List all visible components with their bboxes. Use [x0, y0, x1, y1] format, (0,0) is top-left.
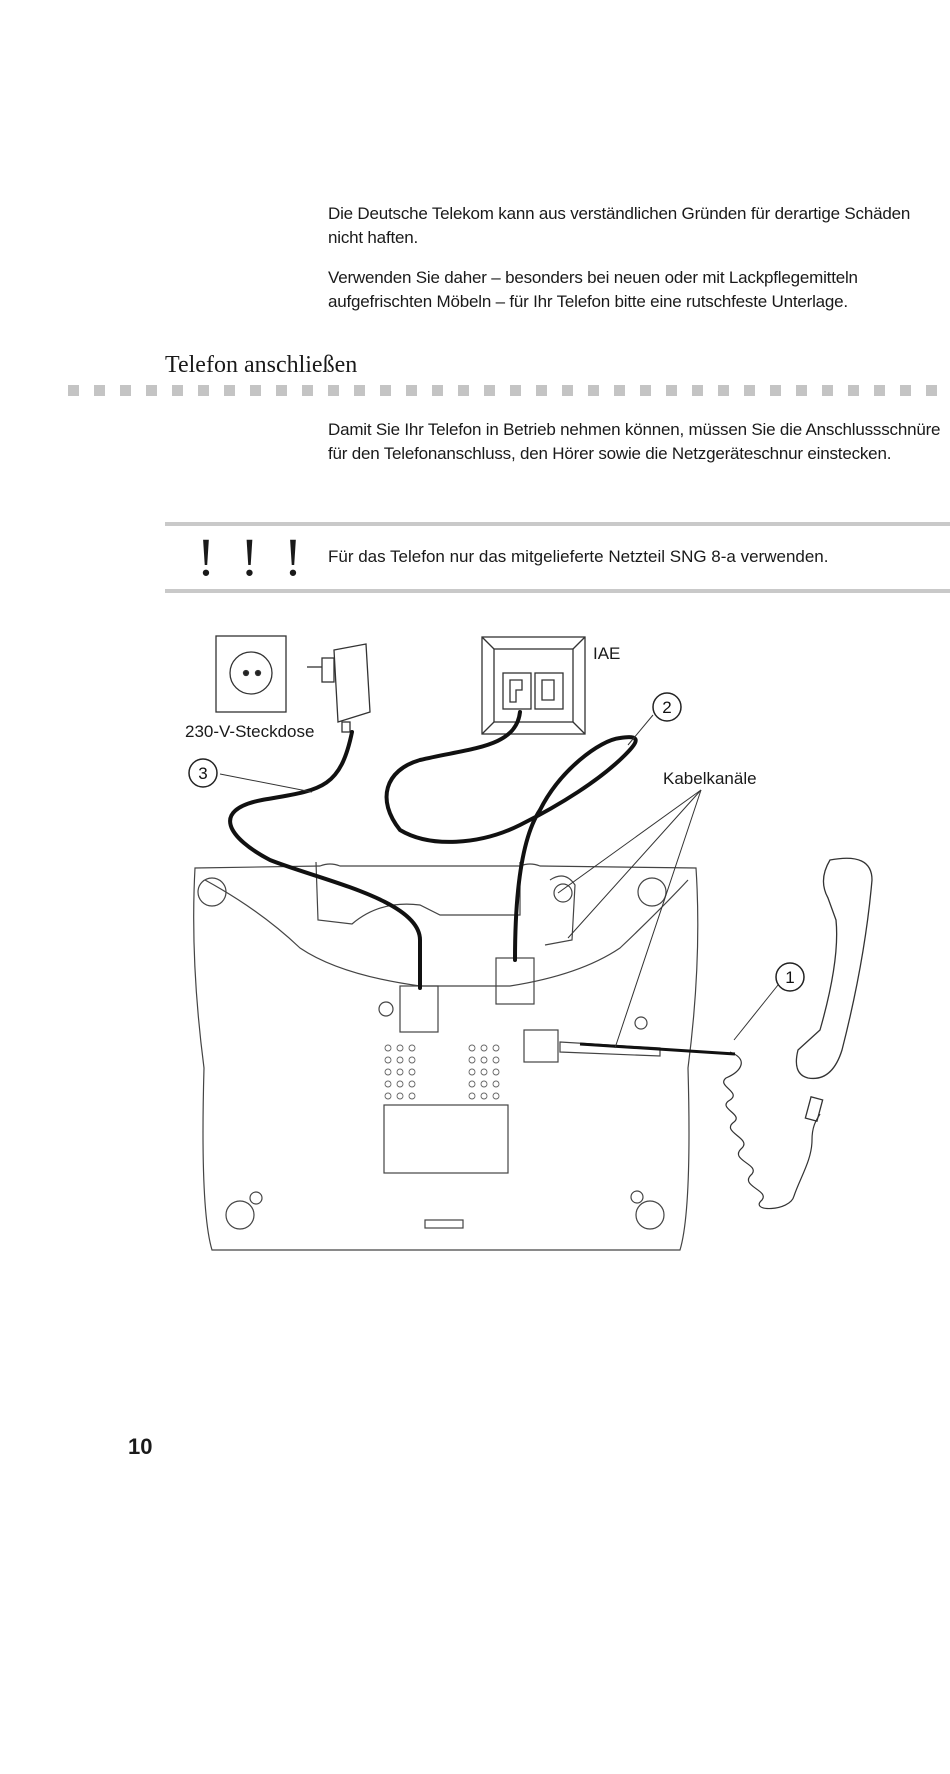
callout-3-label: 3	[198, 764, 207, 783]
note-rule-top	[165, 522, 950, 526]
section-body: Damit Sie Ihr Telefon in Betrieb nehmen …	[328, 420, 941, 463]
callout-3: 3	[188, 758, 218, 788]
label-iae: IAE	[593, 644, 621, 663]
wall-socket-icon	[215, 635, 287, 713]
dotted-divider	[68, 385, 950, 396]
power-adapter-icon	[307, 643, 371, 733]
note-rule-bottom	[165, 589, 950, 593]
callout-1: 1	[775, 962, 805, 992]
callout-2-label: 2	[662, 698, 671, 717]
handset-cable	[579, 1042, 736, 1056]
label-cable-channels: Kabelkanäle	[663, 769, 757, 788]
warning-exclamation-icon: ! ! !	[197, 527, 308, 587]
page-number: 10	[128, 1434, 153, 1459]
label-wall-socket: 230-V-Steckdose	[185, 722, 315, 741]
section-title: Telefon anschließen	[165, 352, 358, 378]
callout-leader-lines	[219, 714, 779, 1049]
iae-box-icon	[481, 636, 586, 735]
connection-diagram: 1 2 3	[188, 635, 873, 1251]
intro-paragraph-1: Die Deutsche Telekom kann aus verständli…	[328, 204, 911, 247]
intro-paragraph-2: Verwenden Sie daher – besonders bei neue…	[328, 268, 858, 311]
callout-2: 2	[652, 692, 682, 722]
handset-icon	[795, 857, 873, 1122]
coiled-cord-icon	[723, 1051, 821, 1210]
connection-cables	[228, 710, 638, 990]
telephone-base-icon	[193, 861, 699, 1251]
warning-note-text: Für das Telefon nur das mitgelieferte Ne…	[328, 547, 829, 566]
callout-1-label: 1	[785, 968, 794, 987]
